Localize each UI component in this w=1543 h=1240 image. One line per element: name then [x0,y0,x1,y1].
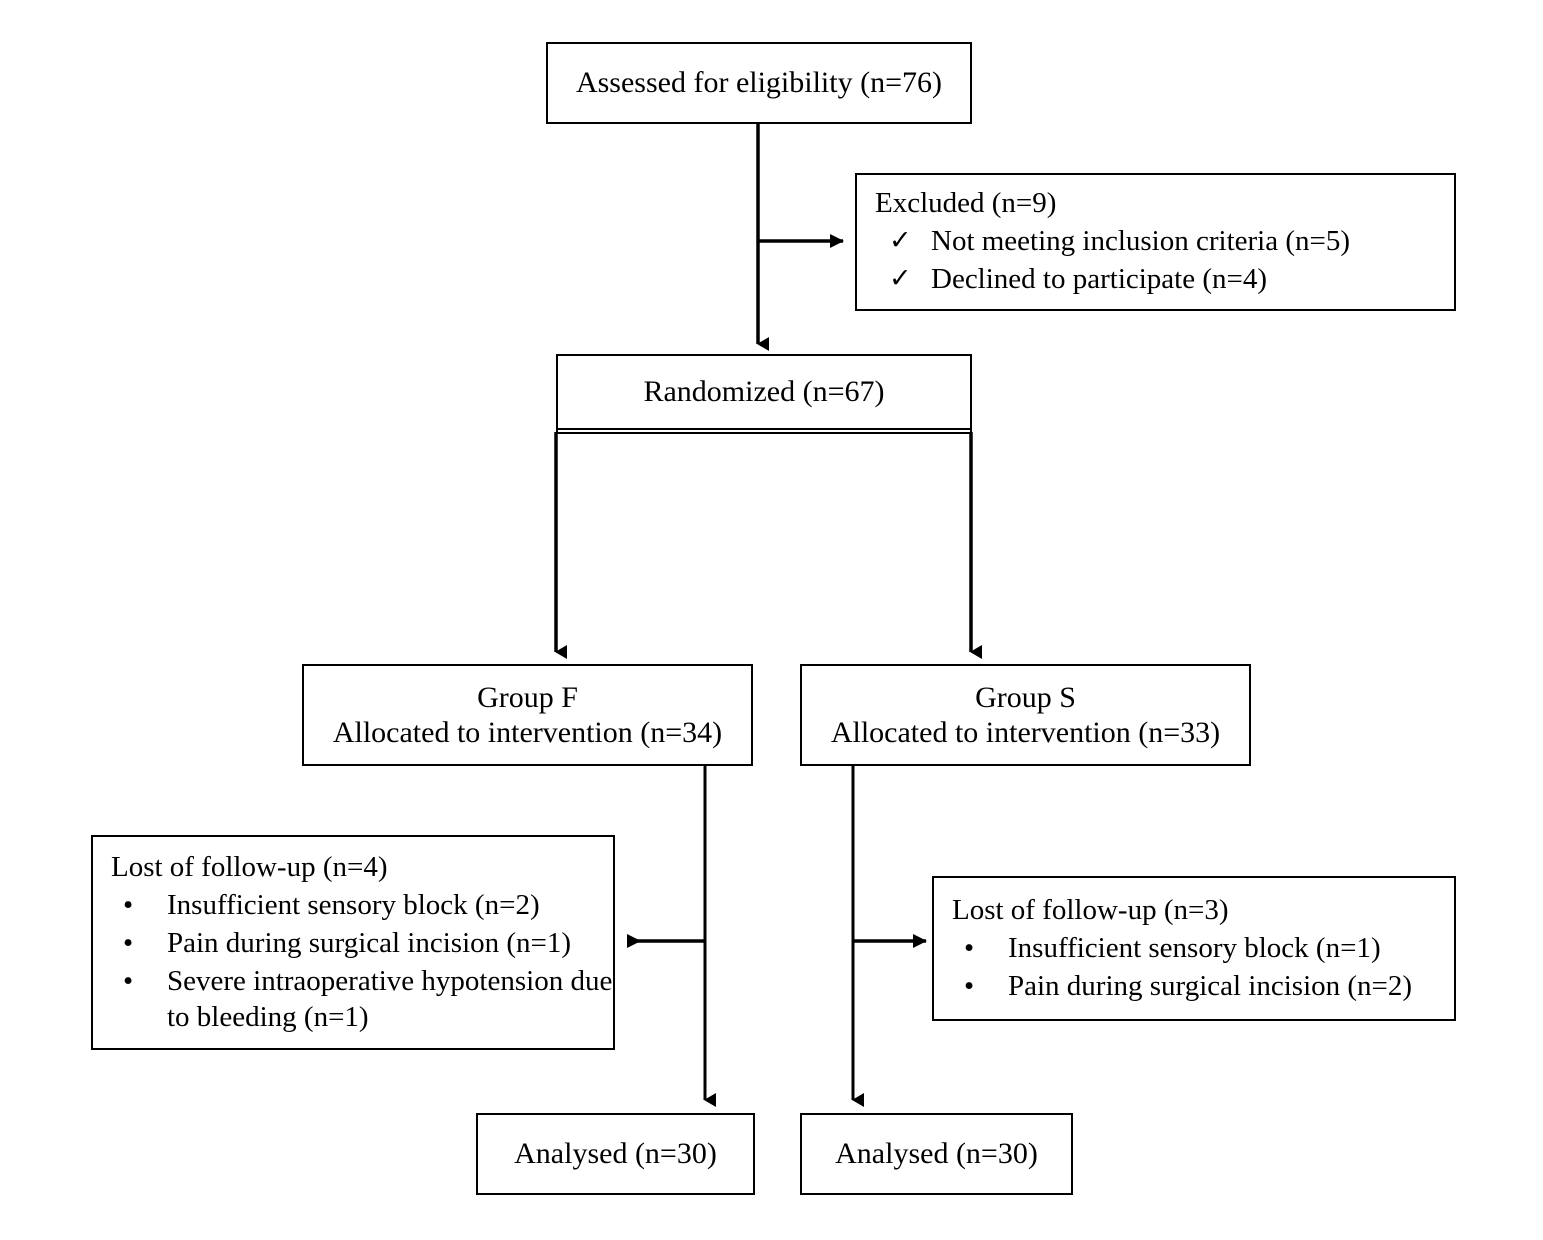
allocation-split-band [556,430,972,434]
randomized-label: Randomized (n=67) [643,375,885,409]
analysed-s-label: Analysed (n=30) [835,1137,1038,1171]
node-lost-follow-up-f: Lost of follow-up (n=4) • Insufficient s… [91,835,615,1050]
lost-s-item-text: Pain during surgical incision (n=2) [1008,969,1413,1002]
list-item: • Insufficient sensory block (n=2) [111,888,613,923]
check-icon: ✓ [889,225,912,256]
group-s-allocation: Allocated to intervention (n=33) [830,716,1221,749]
check-icon: ✓ [889,263,912,294]
analysed-f-label: Analysed (n=30) [514,1137,717,1171]
group-f-name: Group F [477,680,578,714]
lost-s-item-list: • Insufficient sensory block (n=1) • Pai… [934,928,1412,1005]
node-randomized: Randomized (n=67) [556,354,972,430]
excluded-item-text: Not meeting inclusion criteria (n=5) [931,225,1351,258]
group-s-name: Group S [975,680,1076,714]
node-group-s: Group S Allocated to intervention (n=33) [800,664,1251,766]
lost-f-heading: Lost of follow-up (n=4) [111,850,388,883]
bullet-icon: • [123,888,134,921]
excluded-item-list: ✓ Not meeting inclusion criteria (n=5) ✓… [857,221,1350,298]
assessed-label: Assessed for eligibility (n=76) [575,66,943,100]
excluded-item-text: Declined to participate (n=4) [931,263,1268,296]
list-item: ✓ Not meeting inclusion criteria (n=5) [875,224,1350,259]
group-f-allocation: Allocated to intervention (n=34) [332,716,723,749]
lost-f-item-list: • Insufficient sensory block (n=2) • Pai… [93,885,613,1036]
list-item: • Insufficient sensory block (n=1) [952,931,1412,966]
bullet-icon: • [964,931,975,964]
node-assessed-for-eligibility: Assessed for eligibility (n=76) [546,42,972,124]
list-item: • Severe intraoperative hypotension due … [111,964,613,1035]
node-group-f: Group F Allocated to intervention (n=34) [302,664,753,766]
lost-f-item-text: Pain during surgical incision (n=1) [167,927,572,960]
list-item: • Pain during surgical incision (n=2) [952,969,1412,1004]
lost-s-item-text: Insufficient sensory block (n=1) [1008,931,1381,964]
lost-f-item-text: Insufficient sensory block (n=2) [167,888,540,921]
bullet-icon: • [964,969,975,1002]
bullet-icon: • [123,927,134,960]
node-excluded: Excluded (n=9) ✓ Not meeting inclusion c… [855,173,1456,311]
lost-f-item-text: Severe intraoperative hypotension due to… [167,965,613,1033]
list-item: • Pain during surgical incision (n=1) [111,926,613,961]
node-analysed-s: Analysed (n=30) [800,1113,1073,1195]
bullet-icon: • [123,965,134,998]
excluded-heading: Excluded (n=9) [875,187,1057,220]
node-analysed-f: Analysed (n=30) [476,1113,755,1195]
list-item: ✓ Declined to participate (n=4) [875,262,1350,297]
lost-s-heading: Lost of follow-up (n=3) [952,893,1229,926]
node-lost-follow-up-s: Lost of follow-up (n=3) • Insufficient s… [932,876,1456,1021]
